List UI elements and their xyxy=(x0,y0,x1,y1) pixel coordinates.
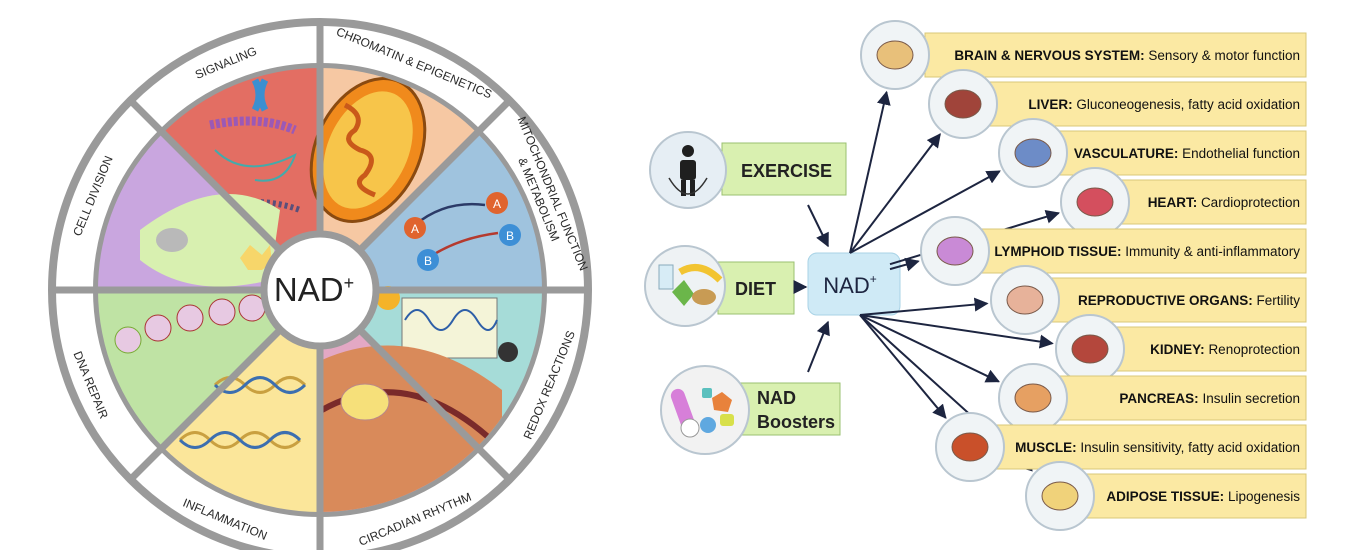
redox-b2-label: B xyxy=(506,229,514,243)
brain-spine-glyph xyxy=(876,40,914,70)
organ-name: PANCREAS: xyxy=(1119,391,1202,406)
exercise-label: EXERCISE xyxy=(741,161,832,181)
boosters-arrow xyxy=(807,320,830,373)
sector-divider xyxy=(358,328,512,482)
sector-divider xyxy=(128,98,282,252)
organ-name: REPRODUCTIVE ORGANS: xyxy=(1078,293,1257,308)
nad-boosters-label-2: Boosters xyxy=(757,412,835,432)
diet-box xyxy=(717,261,795,315)
organ-name: KIDNEY: xyxy=(1150,342,1208,357)
organ-label-liver: LIVER: Gluconeogenesis, fatty acid oxida… xyxy=(1028,97,1300,112)
pathway-nad-box xyxy=(807,252,901,316)
organ-effect: Insulin secretion xyxy=(1202,391,1300,406)
exercise-arrow xyxy=(807,204,829,248)
organ-name: MUSCLE: xyxy=(1015,440,1080,455)
organ-box-reproductive-organs xyxy=(1034,277,1307,323)
organ-label-lymphoid-tissue: LYMPHOID TISSUE: Immunity & anti-inflamm… xyxy=(994,244,1300,259)
uterus-glyph xyxy=(1006,285,1044,315)
diet-label: DIET xyxy=(735,279,776,299)
arrow-to-reproductive-organs xyxy=(859,297,989,316)
arrow-to-pancreas xyxy=(859,314,1001,383)
organ-label-pancreas: PANCREAS: Insulin secretion xyxy=(1119,391,1300,406)
kidney-glyph xyxy=(1071,334,1109,364)
lymph-node-glyph xyxy=(936,236,974,266)
sector-divider xyxy=(128,328,282,482)
organ-effect: Lipogenesis xyxy=(1228,489,1300,504)
sector-dividers xyxy=(52,22,588,555)
nad-boosters-box xyxy=(739,382,841,436)
sector-inflammation xyxy=(163,331,320,512)
organ-name: LYMPHOID TISSUE: xyxy=(994,244,1125,259)
pills-glyph xyxy=(670,388,734,438)
organ-name: ADIPOSE TISSUE: xyxy=(1106,489,1228,504)
organ-name: BRAIN & NERVOUS SYSTEM: xyxy=(954,48,1148,63)
arrow-to-liver xyxy=(849,133,941,254)
arrow-to-brain-nervous-system xyxy=(849,90,891,254)
cell-division-icon xyxy=(114,294,266,354)
organ-box-heart xyxy=(1094,179,1307,225)
redox-b-label: B xyxy=(424,254,432,268)
organ-effect: Gluconeogenesis, fatty acid oxidation xyxy=(1076,97,1300,112)
nad-pathway-diagram: EXERCISE DIET NAD Boosters xyxy=(644,20,1307,531)
sector-mitochondrial-function xyxy=(361,133,542,290)
heart-glyph xyxy=(1076,187,1114,217)
organ-effect: Immunity & anti-inflammatory xyxy=(1125,244,1300,259)
redox-reaction-icon: A A B B xyxy=(404,192,521,271)
wheel-center-circle xyxy=(260,230,380,350)
muscle-glyph xyxy=(951,432,989,462)
sector-divider xyxy=(358,98,512,252)
organ-label-muscle: MUSCLE: Insulin sensitivity, fatty acid … xyxy=(1015,440,1300,455)
organ-label-adipose-tissue: ADIPOSE TISSUE: Lipogenesis xyxy=(1106,489,1300,504)
arrow-to-lymphoid-tissue xyxy=(889,257,920,272)
arrow-to-muscle xyxy=(859,314,947,419)
circadian-chart-icon xyxy=(376,286,518,362)
organ-effect: Cardioprotection xyxy=(1201,195,1300,210)
organ-label-reproductive-organs: REPRODUCTIVE ORGANS: Fertility xyxy=(1078,293,1300,308)
organ-label-kidney: KIDNEY: Renoprotection xyxy=(1150,342,1300,357)
organ-label-brain-nervous-system: BRAIN & NERVOUS SYSTEM: Sensory & motor … xyxy=(954,48,1300,63)
organ-label-vasculature: VASCULATURE: Endothelial function xyxy=(1074,146,1300,161)
wheel-center-label: NAD+ xyxy=(274,271,354,308)
pills-icon xyxy=(660,365,750,455)
adipose-cells-glyph xyxy=(1041,481,1079,511)
liver-glyph xyxy=(944,89,982,119)
organ-effect: Endothelial function xyxy=(1182,146,1300,161)
organ-effect: Fertility xyxy=(1257,293,1301,308)
organ-effect: Renoprotection xyxy=(1208,342,1300,357)
person-glyph xyxy=(668,145,708,196)
sector-dna-repair xyxy=(98,290,279,447)
nad-boosters-label: NAD xyxy=(757,388,796,408)
organ-box-muscle xyxy=(979,424,1307,470)
organ-list: BRAIN & NERVOUS SYSTEM: Sensory & motor … xyxy=(860,20,1307,531)
arrow-to-vasculature xyxy=(849,170,1001,254)
organ-label-heart: HEART: Cardioprotection xyxy=(1148,195,1300,210)
pathway-nad-label: NAD+ xyxy=(823,272,876,298)
pancreas-glyph xyxy=(1014,383,1052,413)
arrow-to-kidney xyxy=(859,314,1054,349)
redox-a-label: A xyxy=(411,222,419,236)
organ-box-brain-nervous-system xyxy=(924,32,1307,78)
exercise-box xyxy=(721,142,847,196)
food-glyph xyxy=(658,264,723,306)
mitochondrion-icon xyxy=(309,77,427,223)
organ-name: HEART: xyxy=(1148,195,1201,210)
organ-effect: Sensory & motor function xyxy=(1148,48,1300,63)
organ-effect: Insulin sensitivity, fatty acid oxidatio… xyxy=(1080,440,1300,455)
organ-name: VASCULATURE: xyxy=(1074,146,1182,161)
redox-a2-label: A xyxy=(493,197,501,211)
blood-vessels-glyph xyxy=(1014,138,1052,168)
organ-name: LIVER: xyxy=(1028,97,1076,112)
nad-functions-wheel: A A B B xyxy=(48,18,592,555)
